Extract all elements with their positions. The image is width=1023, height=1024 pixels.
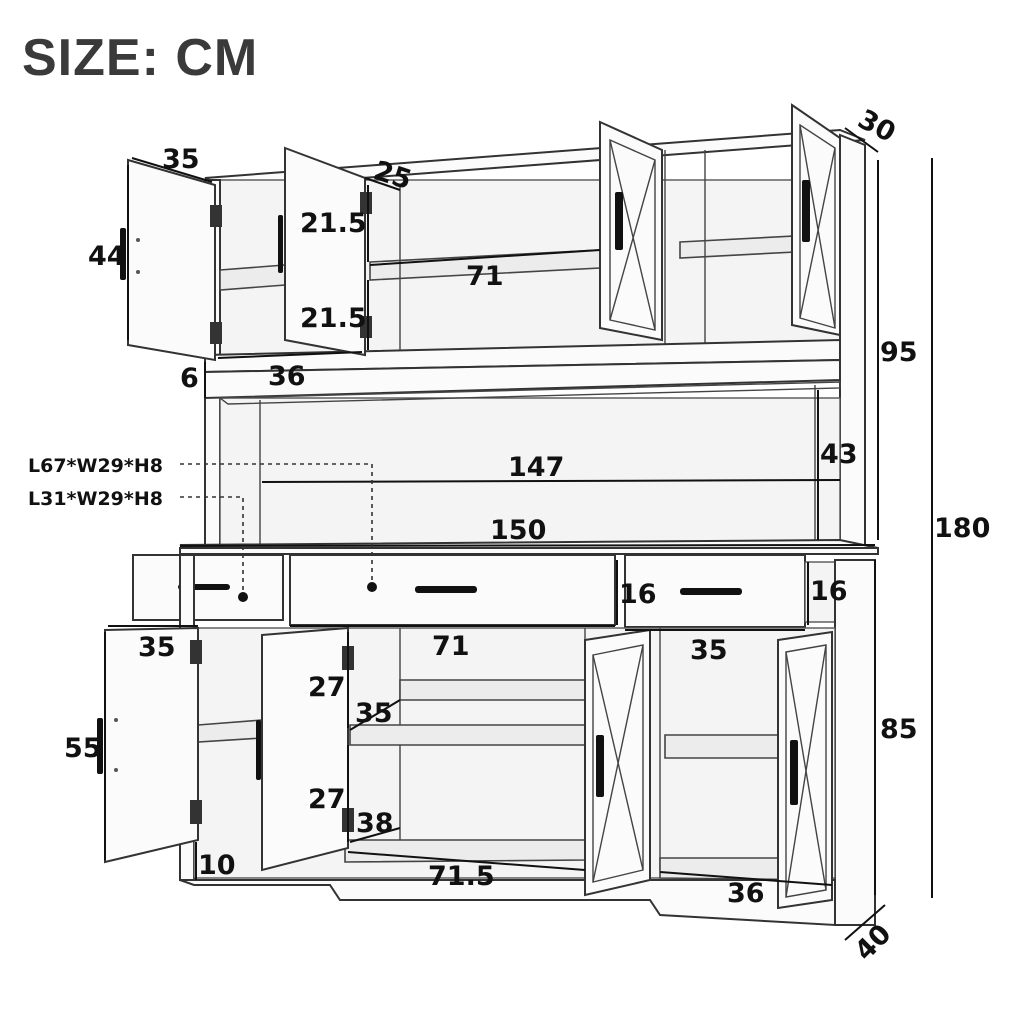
label-lower-right-bottom-width: 36 (727, 878, 765, 909)
lower-left-door-outer[interactable] (97, 626, 199, 864)
label-lower-center-bottom-width: 71.5 (428, 861, 495, 892)
label-drawer-large: L67*W29*H8 (28, 455, 163, 477)
label-lower-compartment-lower: 27 (308, 784, 346, 815)
dimension-lines (104, 127, 933, 941)
label-upper-base-gap: 6 (180, 363, 199, 394)
lower-left-door-inner[interactable] (256, 626, 349, 872)
label-upper-height: 95 (880, 337, 918, 368)
label-upper-side-width: 36 (268, 361, 306, 392)
label-drawer-small: L31*W29*H8 (28, 488, 163, 510)
upper-left-door-inner[interactable] (278, 146, 366, 357)
page-title: SIZE: CM (22, 29, 259, 87)
upper-right-barn-door-2[interactable] (791, 103, 841, 337)
label-open-shelf-width: 147 (508, 452, 564, 483)
label-drawer-height-right: 16 (810, 576, 848, 607)
label-lower-door-right-width: 35 (690, 635, 728, 666)
label-lower-compartment-upper: 27 (308, 672, 346, 703)
label-lower-door-height: 55 (64, 733, 102, 764)
label-lower-base-depth: 38 (356, 808, 394, 839)
drawer-left[interactable] (132, 554, 284, 621)
upper-left-door-outer[interactable] (120, 158, 216, 362)
label-lower-center-width: 71 (432, 631, 470, 662)
label-counter-width: 150 (490, 515, 546, 546)
label-open-shelf-height: 43 (820, 439, 858, 470)
dimension-labels: 35 44 25 21.5 21.5 71 36 6 30 95 180 43 … (28, 104, 990, 967)
label-base-gap: 10 (198, 850, 236, 881)
label-lower-height: 85 (880, 714, 918, 745)
upper-right-barn-door-1[interactable] (599, 120, 663, 342)
label-lower-shelf-depth: 35 (355, 698, 393, 729)
drawer-right[interactable] (624, 554, 836, 628)
label-compartment-lower: 21.5 (300, 303, 367, 334)
label-compartment-upper: 21.5 (300, 208, 367, 239)
label-upper-center-width: 71 (466, 261, 504, 292)
label-door-top-width: 35 (162, 144, 200, 175)
lower-barn-door-center[interactable] (584, 628, 651, 897)
label-lower-door-left-width: 35 (138, 632, 176, 663)
lower-barn-door-right[interactable] (777, 630, 833, 910)
drawer-center[interactable] (289, 554, 616, 626)
label-door-top-height: 44 (88, 241, 126, 272)
label-drawer-height-left: 16 (619, 579, 657, 610)
label-total-height: 180 (934, 513, 990, 544)
